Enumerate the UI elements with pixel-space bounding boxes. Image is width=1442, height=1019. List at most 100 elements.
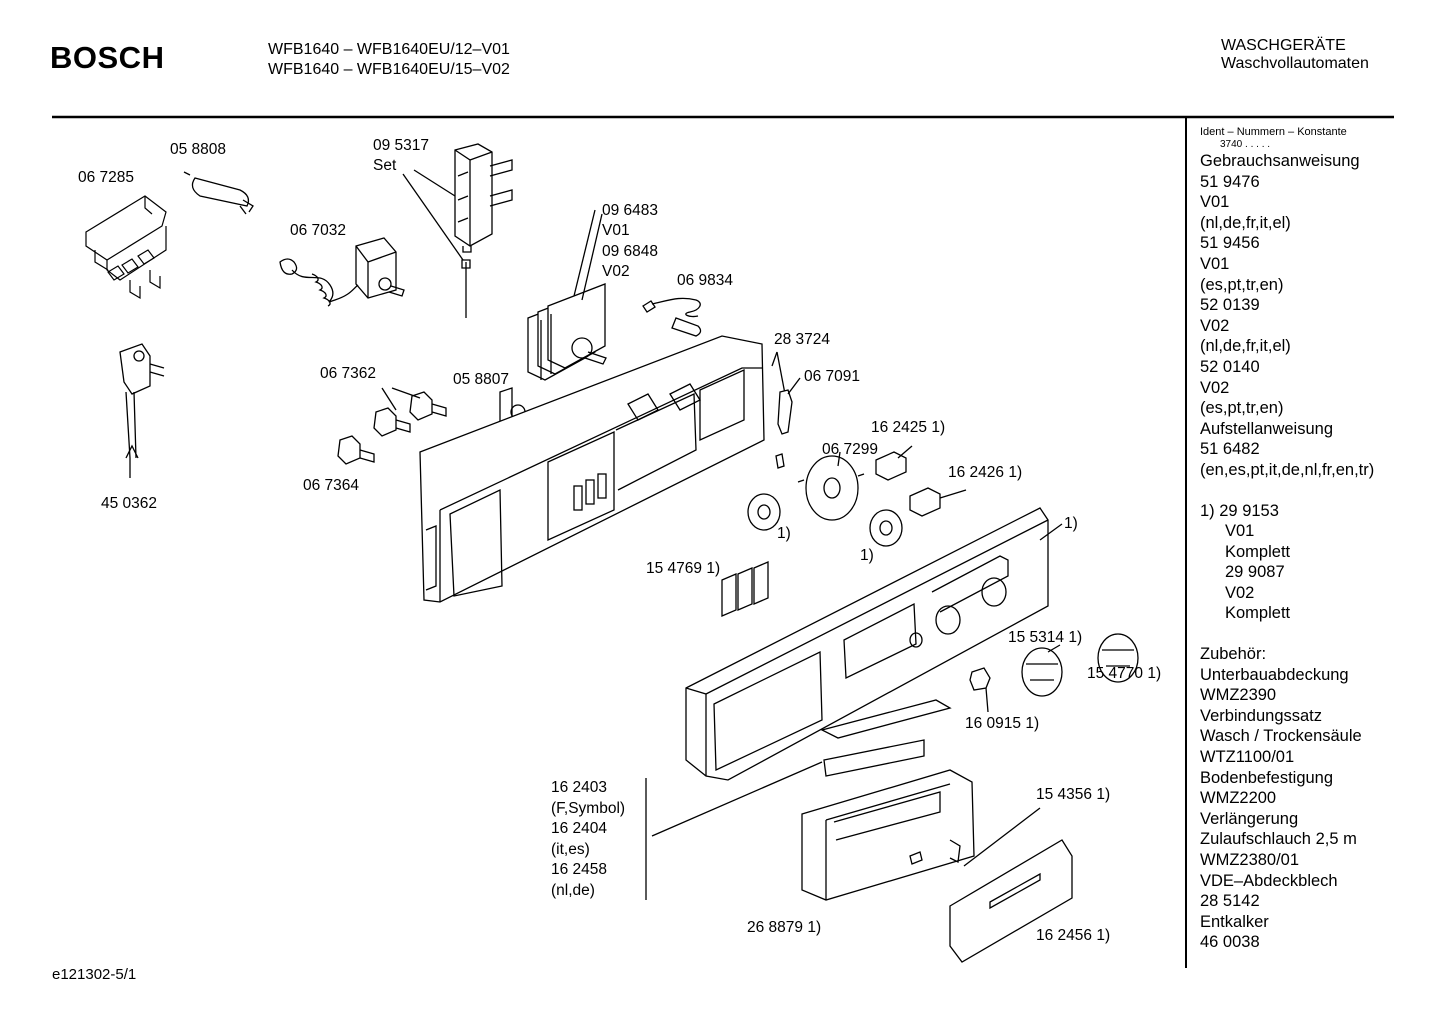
spacer bbox=[1200, 481, 1374, 501]
category-subtitle: Waschvollautomaten bbox=[1221, 55, 1369, 72]
pressure-switch-part-icon bbox=[454, 143, 513, 318]
knob-shaft-part-icon bbox=[875, 451, 941, 517]
sidebar-line: 46 0038 bbox=[1200, 933, 1260, 952]
sidebar-line: Entkalker bbox=[1200, 912, 1269, 931]
sidebar-line: Verbindungssatz bbox=[1200, 706, 1323, 725]
push-buttons-part-icon bbox=[721, 561, 769, 617]
sensor-part-icon bbox=[642, 297, 702, 337]
sidebar-notes: Ident – Nummern – Konstante 3740 . . . .… bbox=[1200, 125, 1374, 953]
sidebar-line: (nl,de,fr,it,el) bbox=[1200, 213, 1291, 232]
model-line-1: WFB1640 – WFB1640EU/12–V01 bbox=[268, 41, 510, 58]
symbol-strip-part-icon bbox=[820, 699, 952, 777]
programmer-timer-part-icon bbox=[527, 283, 607, 381]
sidebar-line: WMZ2390 bbox=[1200, 686, 1277, 705]
sidebar-line: Komplett bbox=[1225, 542, 1291, 561]
part-label-162426: 16 2426 1) bbox=[948, 464, 1023, 481]
part-label-067299: 06 7299 bbox=[822, 441, 879, 458]
sidebar-line: 52 0139 bbox=[1200, 296, 1260, 315]
part-label-067091: 06 7091 bbox=[804, 368, 861, 385]
footnote-marker-disc: 1) bbox=[777, 525, 791, 542]
sidebar-line: WMZ2380/01 bbox=[1200, 851, 1300, 869]
part-label-154356: 15 4356 1) bbox=[1036, 786, 1111, 803]
part-label-160915: 16 0915 1) bbox=[965, 715, 1040, 732]
part-label-067364: 06 7364 bbox=[303, 477, 360, 494]
part-label-095317-set: Set bbox=[373, 157, 397, 174]
part-label-162458: 16 2458 bbox=[551, 861, 608, 878]
sidebar-line: WTZ1100/01 bbox=[1200, 748, 1295, 767]
drawer-handle-part-icon bbox=[949, 839, 1073, 963]
part-label-067362: 06 7362 bbox=[320, 365, 377, 382]
sidebar-line: Unterbauabdeckung bbox=[1200, 665, 1349, 684]
part-label-096848-v: V02 bbox=[602, 263, 630, 280]
power-cord-part-icon bbox=[119, 343, 165, 478]
part-label-069834: 06 9834 bbox=[677, 272, 734, 289]
sidebar-line: (es,pt,tr,en) bbox=[1200, 399, 1284, 418]
sidebar-line: 51 9476 bbox=[1200, 172, 1260, 191]
part-label-096848: 09 6848 bbox=[602, 243, 659, 260]
sidebar-line: 29 9087 bbox=[1225, 563, 1285, 582]
part-label-155314: 15 5314 1) bbox=[1008, 629, 1083, 646]
small-disc-part-icon bbox=[747, 493, 903, 547]
bracket-part-icon bbox=[85, 195, 167, 300]
knob-holder-disc-icon bbox=[797, 455, 865, 521]
part-label-058808: 05 8808 bbox=[170, 141, 227, 158]
part-label-162403-note: (F,Symbol) bbox=[551, 800, 626, 817]
capacitor-part-icon bbox=[183, 171, 254, 215]
part-label-162404-note: (it,es) bbox=[551, 841, 590, 858]
detergent-drawer-part-icon bbox=[801, 769, 975, 901]
part-label-162456: 16 2456 1) bbox=[1036, 927, 1111, 944]
sidebar-line: 28 5142 bbox=[1200, 892, 1260, 911]
front-panel-fascia-icon bbox=[685, 507, 1049, 781]
sidebar-line: 51 9456 bbox=[1200, 234, 1260, 253]
part-label-283724: 28 3724 bbox=[774, 331, 831, 348]
sidebar-line: VDE–Abdeckblech bbox=[1200, 871, 1338, 890]
sidebar-line: (nl,de,fr,it,el) bbox=[1200, 337, 1291, 356]
thermostat-part-icon bbox=[279, 237, 405, 307]
switch-part-icon bbox=[337, 391, 447, 465]
part-label-162404: 16 2404 bbox=[551, 820, 608, 837]
sidebar-line: Bodenbefestigung bbox=[1200, 768, 1334, 787]
part-label-154769: 15 4769 1) bbox=[646, 560, 721, 577]
sidebar-line: V01 bbox=[1200, 193, 1230, 212]
sidebar-line: (es,pt,tr,en) bbox=[1200, 275, 1284, 294]
sidebar-line: V02 bbox=[1200, 316, 1230, 335]
part-label-096483-v: V01 bbox=[602, 222, 630, 239]
sidebar-line: Komplett bbox=[1225, 604, 1291, 623]
sidebar-line: 51 6482 bbox=[1200, 440, 1260, 459]
sidebar-line: Zulaufschlauch 2,5 m bbox=[1200, 830, 1357, 849]
part-label-058807: 05 8807 bbox=[453, 371, 510, 388]
sidebar-line: V01 bbox=[1200, 254, 1230, 273]
ident-value: 3740 . . . . . bbox=[1220, 139, 1271, 150]
light-guide-part-icon bbox=[775, 389, 793, 469]
sidebar-line: V01 bbox=[1225, 522, 1255, 541]
control-panel-frame-icon bbox=[419, 335, 765, 603]
part-label-268879: 26 8879 1) bbox=[747, 919, 822, 936]
part-label-067032: 06 7032 bbox=[290, 222, 347, 239]
part-label-067285: 06 7285 bbox=[78, 169, 135, 186]
category-title: WASCHGERÄTE bbox=[1221, 37, 1346, 54]
part-label-450362: 45 0362 bbox=[101, 495, 158, 512]
ident-title: Ident – Nummern – Konstante bbox=[1200, 126, 1347, 138]
sidebar-line: Gebrauchsanweisung bbox=[1200, 152, 1360, 170]
sidebar-line: 52 0140 bbox=[1200, 357, 1260, 376]
sidebar-line: Verlängerung bbox=[1200, 809, 1299, 828]
footnote-head: 1) 29 9153 bbox=[1200, 501, 1279, 520]
brand-logo: BOSCH bbox=[50, 40, 165, 75]
sidebar-line: V02 bbox=[1200, 378, 1230, 397]
sidebar-line: (en,es,pt,it,de,nl,fr,en,tr) bbox=[1200, 460, 1375, 479]
part-label-154770: 15 4770 1) bbox=[1087, 665, 1162, 682]
sidebar-line: Wasch / Trockensäule bbox=[1200, 727, 1362, 746]
part-label-162403: 16 2403 bbox=[551, 779, 608, 796]
sidebar-line: WMZ2200 bbox=[1200, 789, 1277, 808]
model-line-2: WFB1640 – WFB1640EU/15–V02 bbox=[268, 61, 510, 78]
part-label-096483: 09 6483 bbox=[602, 202, 659, 219]
part-label-162425: 16 2425 1) bbox=[871, 419, 946, 436]
sidebar-line: Zubehör: bbox=[1200, 645, 1267, 664]
footnote-marker-disc-2: 1) bbox=[860, 547, 874, 564]
sidebar-line: Aufstellanweisung bbox=[1200, 419, 1333, 438]
rotary-knob-part-icon bbox=[969, 633, 1139, 697]
footnote-marker-panel: 1) bbox=[1064, 515, 1078, 532]
